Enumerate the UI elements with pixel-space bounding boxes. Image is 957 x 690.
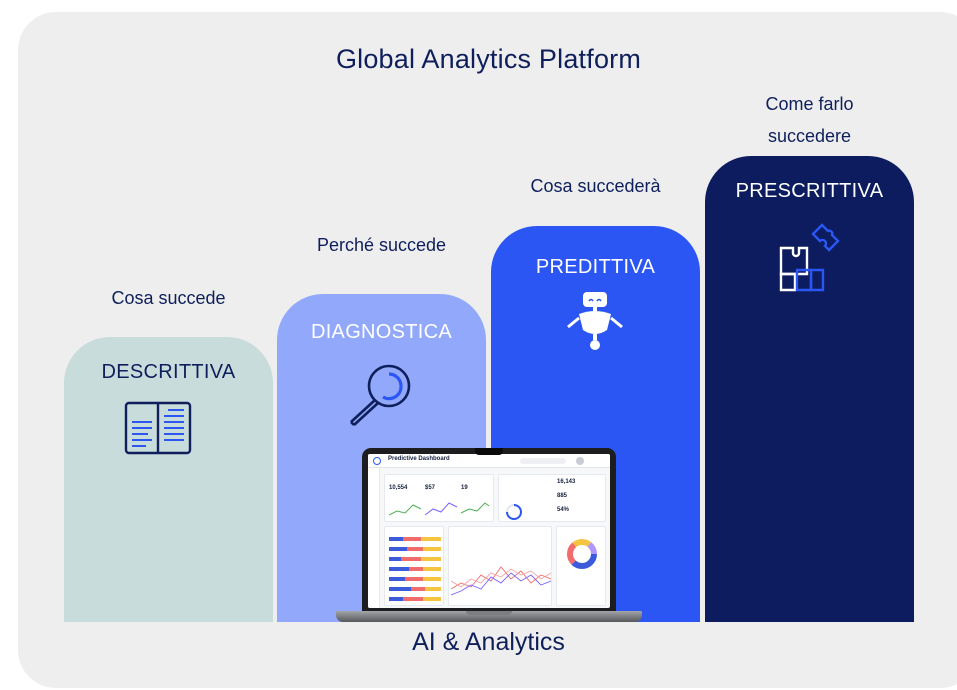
puzzle-icon xyxy=(779,223,840,292)
laptop-base-lip xyxy=(466,611,512,615)
footer-title: AI & Analytics xyxy=(412,628,565,656)
page-title: Global Analytics Platform xyxy=(335,44,642,74)
laptop-base xyxy=(336,611,642,622)
column-prescrittiva: PRESCRITTIVA xyxy=(705,156,914,622)
kpi-value-6: 54% xyxy=(557,507,570,513)
mini-donut-chart xyxy=(567,539,597,569)
kpi-card-left: 10,554 $57 19 xyxy=(384,474,494,522)
kpi-value-2: $57 xyxy=(425,485,436,491)
document-icon xyxy=(124,401,192,455)
laptop-notch xyxy=(475,448,503,455)
column-descrittiva: DESCRITTIVA xyxy=(64,337,273,622)
kpi-value-4: 16,143 xyxy=(557,479,576,485)
kpi-card-right: 16,143 885 54% xyxy=(498,474,606,522)
kpi-ring xyxy=(506,504,522,520)
caption-predittiva: Cosa succederà xyxy=(530,176,661,196)
mini-line-chart xyxy=(451,566,551,596)
dashboard-search-input[interactable] xyxy=(520,458,566,464)
caption-diagnostica: Perché succede xyxy=(316,235,447,255)
kpi-value-3: 19 xyxy=(461,485,468,491)
line-chart-card xyxy=(448,526,552,606)
label-descrittiva: DESCRITTIVA xyxy=(101,361,236,383)
kpi-sparklines xyxy=(389,502,490,516)
laptop-lid: Predictive Dashboard 10,554 $57 19 16,14… xyxy=(362,448,616,613)
traffic-bars-card xyxy=(384,526,444,606)
label-predittiva: PREDITTIVA xyxy=(535,256,656,278)
dashboard-header: Predictive Dashboard xyxy=(368,454,610,468)
dashboard-title: Predictive Dashboard xyxy=(388,456,450,462)
label-diagnostica: DIAGNOSTICA xyxy=(310,321,453,343)
laptop-illustration: Predictive Dashboard 10,554 $57 19 16,14… xyxy=(336,448,642,626)
caption-prescrittiva-text: Come farlo succedere xyxy=(765,94,854,146)
robot-icon xyxy=(567,292,623,350)
magnifier-icon xyxy=(350,364,411,426)
avatar xyxy=(576,457,584,465)
kpi-value-5: 885 xyxy=(557,493,568,499)
kpi-value-1: 10,554 xyxy=(389,485,408,491)
caption-descrittiva: Cosa succede xyxy=(111,288,226,308)
label-prescrittiva: PRESCRITTIVA xyxy=(735,180,884,202)
dashboard-logo-icon xyxy=(373,457,381,465)
dashboard-screen: Predictive Dashboard 10,554 $57 19 16,14… xyxy=(368,454,610,608)
dashboard-sidebar xyxy=(368,468,380,608)
caption-prescrittiva: Come farlo succedere xyxy=(705,88,914,152)
donut-chart-card xyxy=(556,526,606,606)
